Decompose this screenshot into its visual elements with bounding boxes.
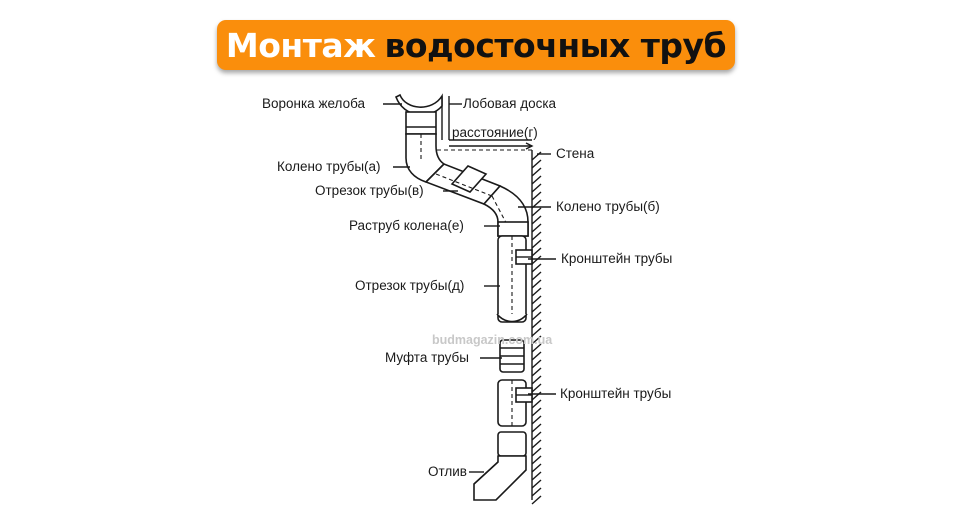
wall-hatch-stroke bbox=[531, 359, 542, 369]
wall-hatch-stroke bbox=[531, 439, 542, 449]
wall-hatch-stroke bbox=[531, 327, 542, 337]
wall-hatch-stroke bbox=[531, 223, 542, 233]
wall-hatch-stroke bbox=[531, 191, 542, 201]
wall-hatch-stroke bbox=[531, 159, 542, 169]
distance-dimension bbox=[430, 142, 534, 151]
wall-hatch-stroke bbox=[531, 183, 542, 193]
wall-hatch-stroke bbox=[531, 351, 542, 361]
label-bracket-lower: Кронштейн трубы bbox=[560, 386, 671, 401]
wall bbox=[531, 150, 542, 505]
label-wall: Стена bbox=[556, 146, 595, 161]
label-fascia-board: Лобовая доска bbox=[463, 96, 557, 111]
wall-hatch-stroke bbox=[531, 247, 542, 257]
label-elbow-socket-e: Раструб колена(е) bbox=[349, 218, 464, 233]
gutter-funnel bbox=[394, 93, 443, 135]
label-pipe-segment-d: Отрезок трубы(д) bbox=[355, 278, 464, 293]
wall-hatch-stroke bbox=[531, 295, 542, 305]
wall-hatch-stroke bbox=[531, 311, 542, 321]
wall-hatch-stroke bbox=[531, 471, 542, 481]
wall-hatch-stroke bbox=[531, 495, 542, 505]
wall-hatch-stroke bbox=[531, 319, 542, 329]
wall-hatch-stroke bbox=[531, 255, 542, 265]
wall-hatch-stroke bbox=[531, 415, 542, 425]
bracket-lower-shape bbox=[515, 387, 533, 403]
wall-hatch-stroke bbox=[531, 175, 542, 185]
outlet-shape bbox=[473, 455, 527, 501]
label-pipe-segment-v: Отрезок трубы(в) bbox=[315, 183, 424, 198]
wall-hatch-stroke bbox=[531, 263, 542, 273]
wall-hatch-stroke bbox=[531, 423, 542, 433]
leader-lines bbox=[383, 103, 556, 473]
label-coupling: Муфта трубы bbox=[385, 350, 469, 365]
wall-hatch-stroke bbox=[531, 431, 542, 441]
wall-hatch-stroke bbox=[531, 239, 542, 249]
wall-hatching bbox=[531, 151, 542, 505]
wall-hatch-stroke bbox=[531, 399, 542, 409]
coupling-shape bbox=[499, 339, 525, 373]
label-elbow-a: Колено трубы(а) bbox=[277, 159, 381, 174]
label-outlet: Отлив bbox=[428, 464, 467, 479]
wall-hatch-stroke bbox=[531, 407, 542, 417]
bracket-upper-shape bbox=[515, 249, 533, 265]
title-banner: Монтаж водосточных труб bbox=[217, 20, 735, 70]
wall-hatch-stroke bbox=[531, 375, 542, 385]
label-elbow-b: Колено трубы(б) bbox=[556, 199, 660, 214]
title-part-1: Монтаж bbox=[225, 25, 376, 65]
label-distance-g: расстояние(г) bbox=[452, 125, 538, 140]
label-bracket-upper: Кронштейн трубы bbox=[561, 251, 672, 266]
wall-hatch-stroke bbox=[531, 455, 542, 465]
pipe-segment-d bbox=[496, 235, 528, 323]
wall-hatch-stroke bbox=[531, 207, 542, 217]
wall-hatch-stroke bbox=[531, 167, 542, 177]
wall-hatch-stroke bbox=[531, 271, 542, 281]
wall-hatch-stroke bbox=[531, 151, 542, 161]
wall-hatch-stroke bbox=[531, 463, 542, 473]
wall-hatch-stroke bbox=[531, 231, 542, 241]
wall-hatch-stroke bbox=[531, 287, 542, 297]
watermark: budmagazin.com.ua bbox=[432, 333, 553, 347]
wall-hatch-stroke bbox=[531, 303, 542, 313]
elbow-socket-e bbox=[497, 221, 529, 237]
wall-hatch-stroke bbox=[531, 335, 542, 345]
wall-hatch-stroke bbox=[531, 343, 542, 353]
wall-hatch-stroke bbox=[531, 279, 542, 289]
wall-hatch-stroke bbox=[531, 215, 542, 225]
wall-hatch-stroke bbox=[531, 391, 542, 401]
label-gutter-funnel: Воронка желоба bbox=[262, 96, 365, 111]
wall-hatch-stroke bbox=[531, 383, 542, 393]
title-part-2: водосточных труб bbox=[384, 25, 727, 65]
wall-hatch-stroke bbox=[531, 479, 542, 489]
wall-hatch-stroke bbox=[531, 367, 542, 377]
wall-hatch-stroke bbox=[531, 447, 542, 457]
wall-hatch-stroke bbox=[531, 487, 542, 497]
